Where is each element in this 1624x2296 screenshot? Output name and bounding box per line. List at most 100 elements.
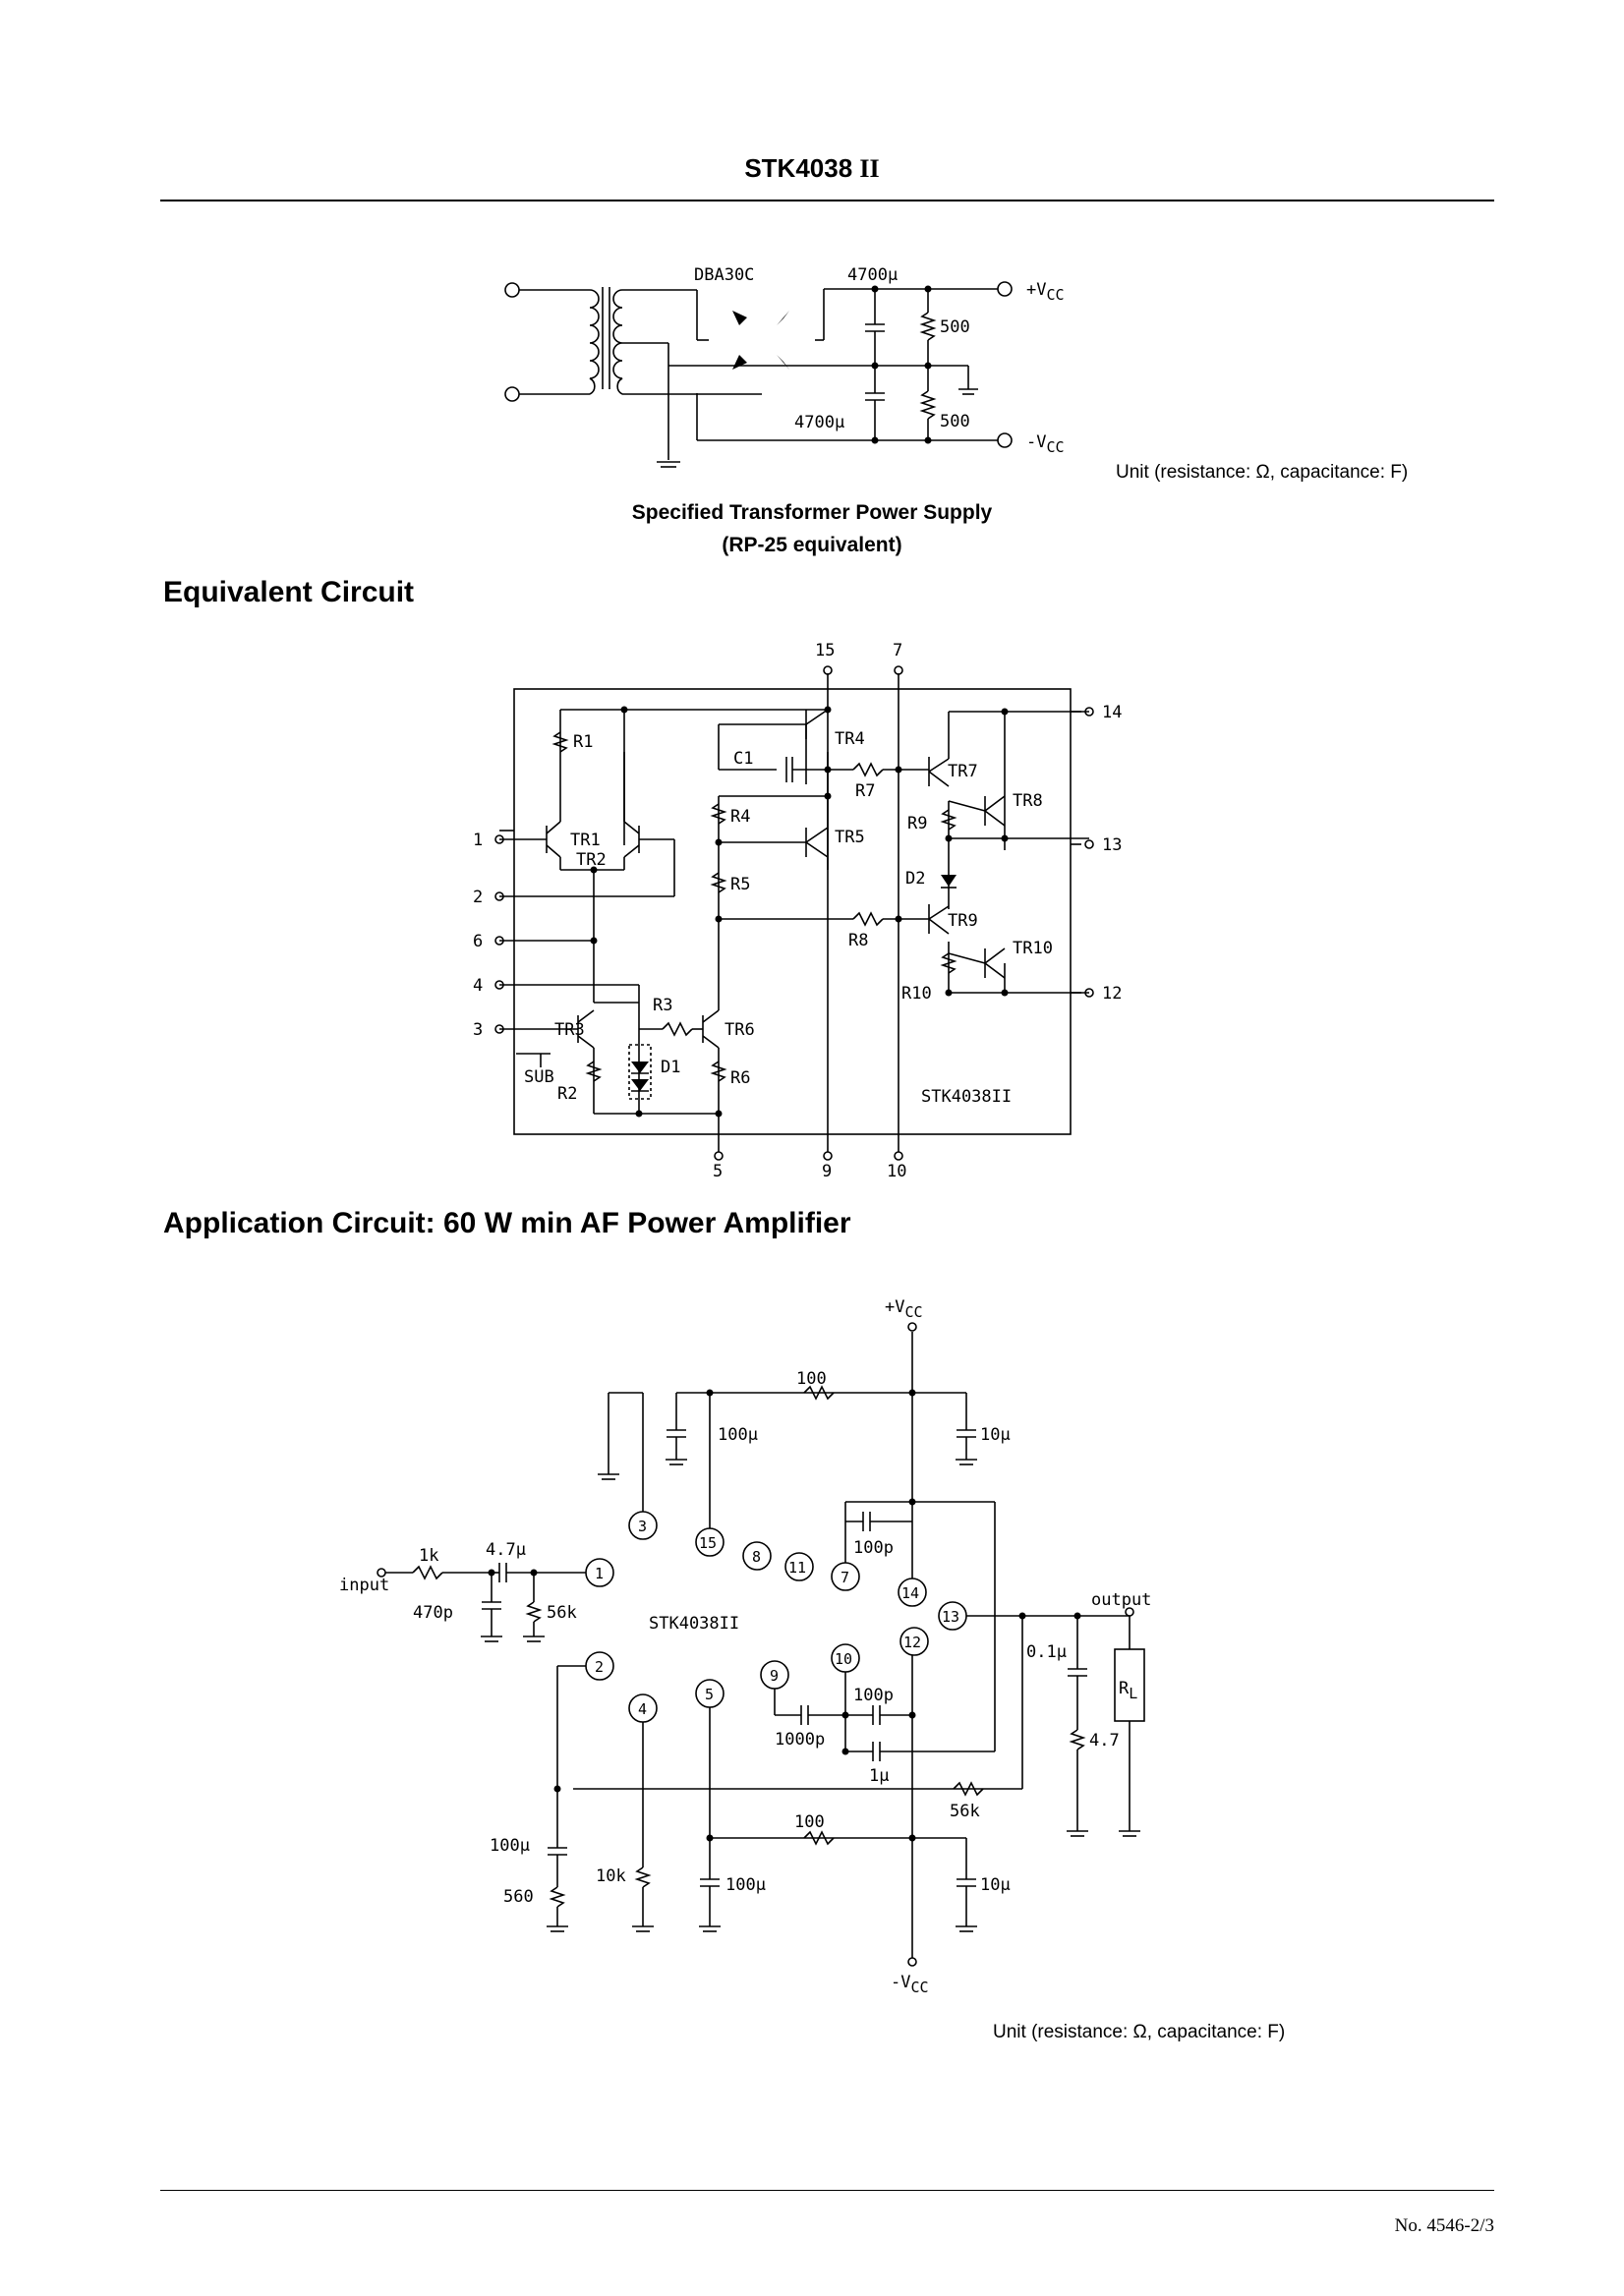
app-pin-9: 9 xyxy=(770,1667,779,1685)
eq-pin-7: 7 xyxy=(893,641,902,660)
svg-text:TR2: TR2 xyxy=(576,850,607,870)
svg-text:TR1: TR1 xyxy=(570,831,601,850)
eq-pin-15: 15 xyxy=(815,641,835,660)
svg-text:R2: R2 xyxy=(557,1084,577,1104)
part-number: STK4038 xyxy=(744,153,853,183)
power-supply-caption: Specified Transformer Power Supply xyxy=(631,501,993,524)
power-supply-subcaption: (RP-25 equivalent) xyxy=(722,534,902,556)
svg-text:R9: R9 xyxy=(907,814,927,833)
svg-text:100p: 100p xyxy=(853,1686,894,1705)
app-pin-10: 10 xyxy=(835,1650,852,1668)
res-top-label: 500 xyxy=(940,317,970,337)
app-pin-8: 8 xyxy=(752,1548,761,1566)
svg-text:R1: R1 xyxy=(573,732,593,752)
app-vcc-pos: +V xyxy=(885,1297,904,1317)
equivalent-circuit-schematic: 15 7 14 13 12 1 2 6 4 3 5 9 10 R1 R4 R5 … xyxy=(473,641,1122,1181)
svg-text:1µ: 1µ xyxy=(869,1766,889,1786)
eq-pin-1: 1 xyxy=(473,831,483,850)
app-pin-1: 1 xyxy=(595,1565,604,1582)
eq-pin-6: 6 xyxy=(473,932,483,951)
eq-pin-9: 9 xyxy=(822,1162,832,1181)
bridge-label: DBA30C xyxy=(694,265,754,285)
app-pin-14: 14 xyxy=(901,1584,919,1602)
svg-text:10µ: 10µ xyxy=(980,1875,1011,1895)
svg-text:R10: R10 xyxy=(901,984,932,1004)
svg-text:10k: 10k xyxy=(596,1866,626,1886)
app-pin-5: 5 xyxy=(705,1686,714,1703)
svg-text:RL: RL xyxy=(1119,1679,1137,1702)
cap-top-label: 4700µ xyxy=(847,265,898,285)
app-ic-label: STK4038II xyxy=(649,1614,739,1634)
svg-text:R7: R7 xyxy=(855,781,875,801)
eq-pin-14: 14 xyxy=(1102,703,1122,722)
application-circuit-heading: Application Circuit: 60 W min AF Power A… xyxy=(163,1207,851,1239)
svg-text:TR9: TR9 xyxy=(948,911,978,931)
svg-text:560: 560 xyxy=(503,1887,534,1907)
eq-part-number: STK4038II xyxy=(921,1087,1012,1107)
svg-text:TR3: TR3 xyxy=(554,1020,585,1040)
eq-pin-13: 13 xyxy=(1102,835,1122,855)
svg-text:4.7: 4.7 xyxy=(1089,1731,1120,1751)
svg-text:D1: D1 xyxy=(661,1058,680,1077)
footer-rule xyxy=(160,2190,1494,2191)
svg-text:TR10: TR10 xyxy=(1013,939,1053,958)
svg-text:D2: D2 xyxy=(905,869,925,889)
unit-note-application: Unit (resistance: Ω, capacitance: F) xyxy=(993,2022,1286,2042)
app-pin-11: 11 xyxy=(788,1559,806,1577)
page-title: STK4038 II xyxy=(0,153,1624,184)
eq-pin-2: 2 xyxy=(473,888,483,907)
svg-text:R8: R8 xyxy=(848,931,868,950)
cap-bottom-label: 4700µ xyxy=(794,413,844,432)
app-pin-15: 15 xyxy=(699,1534,717,1552)
svg-text:100p: 100p xyxy=(853,1538,894,1558)
svg-text:1k: 1k xyxy=(419,1546,438,1566)
svg-text:470p: 470p xyxy=(413,1603,453,1623)
svg-text:C1: C1 xyxy=(733,749,753,769)
unit-note-power-supply: Unit (resistance: Ω, capacitance: F) xyxy=(1116,462,1409,483)
output-label: output xyxy=(1091,1590,1151,1610)
svg-text:+VCC: +VCC xyxy=(885,1297,923,1321)
eq-pin-4: 4 xyxy=(473,976,483,996)
power-supply-schematic: DBA30C 4700µ 4700µ 500 500 +VCC -VCC xyxy=(504,265,1065,468)
svg-text:TR7: TR7 xyxy=(948,762,978,781)
header-rule xyxy=(160,200,1494,201)
svg-text:TR4: TR4 xyxy=(835,729,865,749)
svg-text:TR5: TR5 xyxy=(835,828,865,847)
app-pin-3: 3 xyxy=(638,1518,647,1535)
svg-text:R6: R6 xyxy=(730,1068,750,1088)
svg-text:4.7µ: 4.7µ xyxy=(486,1540,526,1560)
app-pin-2: 2 xyxy=(595,1658,604,1676)
svg-text:100µ: 100µ xyxy=(490,1836,530,1856)
svg-text:100µ: 100µ xyxy=(718,1425,758,1445)
app-pin-13: 13 xyxy=(942,1608,959,1626)
eq-pin-5: 5 xyxy=(713,1162,723,1181)
svg-text:R3: R3 xyxy=(653,996,672,1015)
svg-text:TR8: TR8 xyxy=(1013,791,1043,811)
svg-text:-VCC: -VCC xyxy=(1026,432,1065,456)
svg-text:-VCC: -VCC xyxy=(891,1973,929,1996)
part-suffix: II xyxy=(859,154,880,183)
svg-text:100µ: 100µ xyxy=(725,1875,766,1895)
svg-text:R4: R4 xyxy=(730,807,750,827)
svg-text:100: 100 xyxy=(794,1812,825,1832)
res-bottom-label: 500 xyxy=(940,412,970,431)
input-label: input xyxy=(339,1576,389,1595)
equivalent-circuit-heading: Equivalent Circuit xyxy=(163,576,415,608)
svg-text:56k: 56k xyxy=(547,1603,577,1623)
svg-text:0.1µ: 0.1µ xyxy=(1026,1642,1067,1662)
app-pin-7: 7 xyxy=(841,1569,849,1586)
vcc-neg-label: -V xyxy=(1026,432,1046,452)
application-circuit-schematic: 3 15 8 11 7 14 1 2 4 5 9 10 12 13 STK403… xyxy=(339,1297,1151,1996)
svg-text:SUB: SUB xyxy=(524,1067,554,1087)
svg-text:56k: 56k xyxy=(950,1802,980,1821)
svg-text:TR6: TR6 xyxy=(725,1020,755,1040)
eq-pin-3: 3 xyxy=(473,1020,483,1040)
page-number: No. 4546-2/3 xyxy=(1394,2215,1494,2236)
svg-text:100: 100 xyxy=(796,1369,827,1389)
svg-text:R5: R5 xyxy=(730,875,750,894)
eq-pin-12: 12 xyxy=(1102,984,1122,1004)
app-pin-12: 12 xyxy=(903,1634,921,1651)
eq-pin-10: 10 xyxy=(887,1162,906,1181)
svg-text:10µ: 10µ xyxy=(980,1425,1011,1445)
svg-text:1000p: 1000p xyxy=(775,1730,825,1750)
